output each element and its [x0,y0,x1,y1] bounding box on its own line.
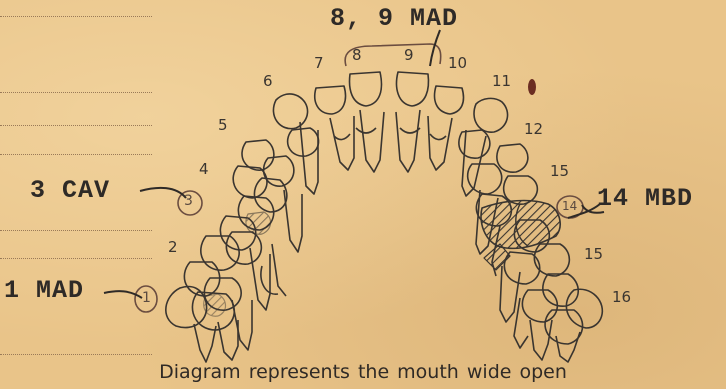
tooth-number-16: 16 [612,288,631,306]
annotation-8-9-mad: 8, 9 MAD [330,4,458,33]
tooth-number-4: 4 [199,160,209,178]
annotation-3-cav: 3 CAV [30,176,110,205]
diagram-caption: Diagram represents the mouth wide open [0,361,726,383]
tooth-number-8: 8 [352,46,362,64]
circled-number-3: 3 [184,193,193,209]
tooth-number-12: 12 [524,120,543,138]
tooth-number-9: 9 [404,46,414,64]
tooth-number-7: 7 [314,54,324,72]
ink-mark [528,79,536,95]
tooth-number-5: 5 [218,116,228,134]
tooth-number-6: 6 [263,72,273,90]
circled-number-1: 1 [142,290,151,306]
upper-incisors [315,72,464,172]
circled-number-14: 14 [562,199,577,213]
tooth-number-2: 2 [168,238,178,256]
annotation-14-mbd: 14 MBD [597,184,693,213]
left-upper-teeth [166,94,319,362]
tooth-number-15-upper: 15 [550,162,569,180]
tooth-number-11: 11 [492,72,511,90]
annotation-1-mad: 1 MAD [4,276,84,305]
tooth-number-15-lower: 15 [584,245,603,263]
hatched-area-left [246,212,271,234]
tooth-number-10: 10 [448,54,467,72]
